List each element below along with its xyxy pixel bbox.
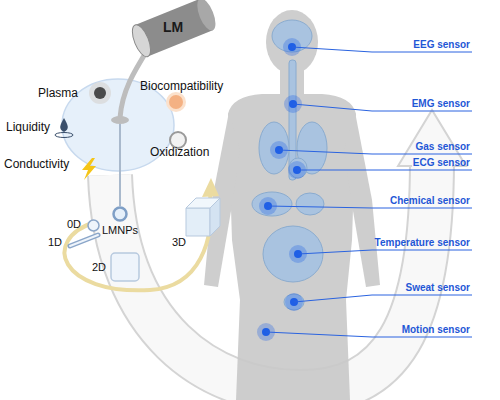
- stomach: [296, 193, 324, 215]
- sensor-label: Temperature sensor: [360, 237, 470, 249]
- plasma-icon: [94, 87, 106, 99]
- property-label: Oxidization: [150, 146, 230, 160]
- property-label: Biocompatibility: [140, 80, 250, 94]
- cube-side: [210, 198, 220, 236]
- dimension-loop-head: [202, 178, 219, 197]
- one-d-shape: 1D: [68, 232, 100, 248]
- leader-lines: [266, 47, 472, 337]
- leader-line: [268, 206, 472, 208]
- node-label: 2D: [84, 261, 106, 274]
- left-lung: [259, 122, 289, 174]
- nanoparticle-ring: [114, 208, 127, 221]
- sensor-dots: [257, 38, 307, 341]
- sheet-shape: [111, 253, 139, 281]
- rod-shape: [70, 235, 98, 246]
- leader-line: [294, 295, 472, 302]
- sensor-label: Gas sensor: [360, 141, 470, 153]
- one-d-shape-outline: [68, 232, 100, 248]
- intestines: [263, 226, 323, 282]
- rod-highlight: [70, 235, 98, 246]
- bio-glow: [166, 92, 186, 112]
- body-silhouette: [204, 10, 380, 400]
- splash-icon: [55, 133, 73, 138]
- two-d-shape-outline: [110, 252, 140, 282]
- two-d-shape: 2D: [110, 252, 140, 282]
- sensor-label: Chemical sensor: [360, 195, 470, 207]
- can-mouth: [129, 22, 155, 59]
- three-d-shape: 3D: [184, 196, 222, 238]
- bio-icon: [169, 95, 183, 109]
- sensor-label: Sweat sensor: [360, 282, 470, 294]
- three-d-shape-outline: [184, 196, 222, 238]
- property-label: Liquidity: [6, 121, 58, 135]
- property-label: Conductivity: [4, 158, 80, 172]
- can-base: [194, 0, 220, 33]
- zero-d-shape-outline: [87, 219, 100, 232]
- node-label: LM: [151, 19, 195, 35]
- right-arm: [344, 112, 380, 287]
- cube-front: [186, 208, 210, 236]
- nanoparticle-outline: [112, 206, 128, 222]
- sensor-label: EEG sensor: [360, 39, 470, 51]
- sensor-label: EMG sensor: [360, 98, 470, 110]
- node-label: 1D: [38, 236, 62, 249]
- leader-line: [297, 170, 472, 171]
- sensor-label: Motion sensor: [360, 324, 470, 336]
- organs: [252, 20, 327, 310]
- metal-can: LM: [125, 0, 220, 56]
- zero-d-shape: 0D: [87, 219, 100, 232]
- drop-icon: [60, 118, 68, 132]
- leader-line: [298, 250, 472, 254]
- lightning-icon: [82, 158, 96, 180]
- heart: [289, 158, 307, 178]
- nanoparticle: LMNPs: [112, 206, 128, 222]
- node-label: 0D: [57, 218, 81, 231]
- metal-pool: [111, 116, 129, 124]
- can-body: [129, 0, 220, 59]
- node-label: 3D: [162, 236, 186, 249]
- drop-line: [119, 124, 121, 206]
- sensor-label: ECG sensor: [360, 157, 470, 169]
- plasma-glow: [89, 82, 111, 104]
- liver: [252, 192, 292, 216]
- property-label: Plasma: [38, 87, 90, 101]
- sphere-shape: [88, 220, 99, 231]
